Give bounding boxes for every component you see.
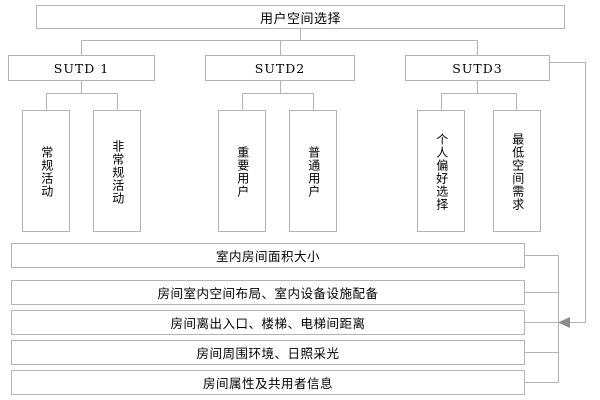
attribute-row-room-area[interactable]: 室内房间面积大小 <box>11 243 525 268</box>
leaf-node-non-routine-activity[interactable]: 非常规活动 <box>93 110 141 232</box>
feedback-arrowhead <box>558 317 570 328</box>
branch-node-sutd-1[interactable]: SUTD 1 <box>8 55 155 81</box>
branch-node-sutd-3[interactable]: SUTD3 <box>405 55 550 81</box>
attribute-row-distance-to-exits[interactable]: 房间离出入口、楼梯、电梯间距离 <box>11 310 525 335</box>
leaf-node-personal-preference[interactable]: 个人偏好选择 <box>417 110 465 232</box>
leaf-node-routine-activity[interactable]: 常规活动 <box>22 110 70 232</box>
root-node-user-space-selection[interactable]: 用户空间选择 <box>36 5 565 29</box>
leaf-node-ordinary-user[interactable]: 普通用户 <box>289 110 337 232</box>
attribute-row-room-properties-sharers[interactable]: 房间属性及共用者信息 <box>11 370 525 395</box>
leaf-node-important-user[interactable]: 重要用户 <box>218 110 266 232</box>
leaf-node-minimum-space-demand[interactable]: 最低空间需求 <box>493 110 541 232</box>
attribute-row-environment-daylight[interactable]: 房间周围环境、日照采光 <box>11 340 525 365</box>
branch-node-sutd-2[interactable]: SUTD2 <box>205 55 355 81</box>
attribute-row-layout-equipment[interactable]: 房间室内空间布局、室内设备设施配备 <box>11 280 525 305</box>
